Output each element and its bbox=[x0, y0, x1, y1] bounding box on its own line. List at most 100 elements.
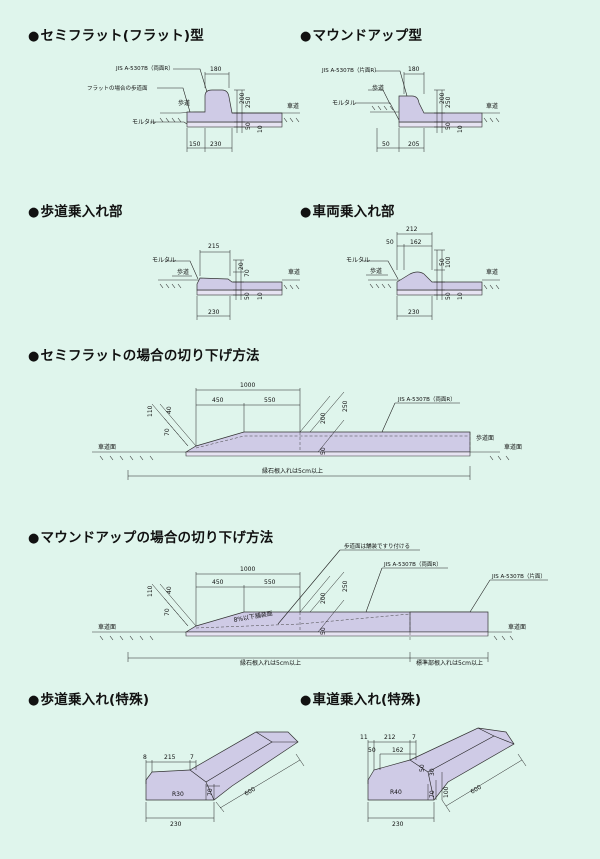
svg-text:215: 215 bbox=[164, 754, 176, 761]
svg-text:7: 7 bbox=[190, 754, 194, 761]
svg-text:歩道面: 歩道面 bbox=[476, 434, 494, 442]
svg-text:11: 11 bbox=[360, 734, 368, 741]
svg-text:縁石根入れは5cm以上: 縁石根入れは5cm以上 bbox=[240, 659, 301, 667]
svg-text:歩道: 歩道 bbox=[177, 268, 189, 276]
label-jis: JIS A-5307B（両面R） bbox=[115, 65, 174, 72]
section-title-moundup-cut: ●マウンドアップの場合の切り下げ方法 bbox=[28, 530, 274, 546]
diagram-sidewalk-special: 8 215 7 R30 70 230 600 bbox=[143, 731, 305, 828]
svg-text:180: 180 bbox=[408, 66, 420, 73]
svg-text:250: 250 bbox=[245, 96, 252, 108]
diagram-semiflat-section: 180 200 250 50 10 150 230 JIS A-5307B（両面… bbox=[87, 65, 300, 152]
svg-text:100: 100 bbox=[443, 786, 450, 798]
svg-text:車道: 車道 bbox=[486, 268, 498, 276]
svg-text:車道: 車道 bbox=[288, 268, 300, 276]
svg-text:212: 212 bbox=[406, 226, 418, 233]
svg-text:50: 50 bbox=[439, 258, 446, 266]
svg-text:100: 100 bbox=[445, 256, 452, 268]
svg-text:250: 250 bbox=[342, 400, 349, 412]
svg-text:モルタル: モルタル bbox=[152, 256, 176, 264]
svg-text:50: 50 bbox=[445, 122, 452, 130]
svg-text:50: 50 bbox=[320, 447, 327, 455]
svg-text:250: 250 bbox=[342, 580, 349, 592]
diagram-moundup-cutdown: 1000 450 550 110 40 70 200 250 50 歩道面は舗装… bbox=[92, 542, 548, 667]
svg-text:20: 20 bbox=[238, 262, 245, 270]
svg-text:1000: 1000 bbox=[240, 382, 255, 389]
svg-text:歩道面は舗装ですり付ける: 歩道面は舗装ですり付ける bbox=[344, 542, 410, 550]
label-mortar: モルタル bbox=[132, 118, 156, 126]
svg-text:250: 250 bbox=[445, 96, 452, 108]
svg-text:JIS A-5307B（両面R）: JIS A-5307B（両面R） bbox=[383, 561, 442, 568]
svg-text:70: 70 bbox=[244, 269, 251, 277]
svg-text:モルタル: モルタル bbox=[346, 256, 370, 264]
svg-text:50: 50 bbox=[320, 627, 327, 635]
svg-text:歩道: 歩道 bbox=[372, 84, 384, 92]
dim-top-width: 180 bbox=[210, 66, 222, 73]
svg-text:50: 50 bbox=[244, 292, 251, 300]
svg-text:車道面: 車道面 bbox=[98, 623, 116, 631]
label-sidewalk: 歩道 bbox=[178, 99, 190, 107]
svg-text:モルタル: モルタル bbox=[332, 99, 356, 107]
section-title-moundup: ●マウンドアップ型 bbox=[300, 28, 423, 44]
section-title-semiflat: ●セミフラット(フラット)型 bbox=[28, 28, 204, 44]
svg-text:車道面: 車道面 bbox=[98, 443, 116, 451]
svg-text:50: 50 bbox=[386, 239, 394, 246]
svg-text:50: 50 bbox=[445, 292, 452, 300]
svg-text:10: 10 bbox=[457, 292, 464, 300]
svg-text:8: 8 bbox=[143, 754, 147, 761]
svg-text:歩道: 歩道 bbox=[370, 267, 382, 275]
svg-text:600: 600 bbox=[469, 784, 483, 796]
svg-text:162: 162 bbox=[410, 239, 422, 246]
svg-text:110: 110 bbox=[147, 585, 154, 597]
svg-text:200: 200 bbox=[239, 92, 246, 104]
svg-text:230: 230 bbox=[408, 309, 420, 316]
svg-text:550: 550 bbox=[264, 397, 276, 404]
svg-text:550: 550 bbox=[264, 579, 276, 586]
label-road: 車道 bbox=[287, 102, 299, 110]
svg-text:JIS A-5307B（両面R）: JIS A-5307B（両面R） bbox=[397, 396, 456, 403]
section-title-vehicle-entry: ●車両乗入れ部 bbox=[300, 204, 395, 220]
svg-text:10: 10 bbox=[257, 125, 264, 133]
svg-text:40: 40 bbox=[166, 586, 173, 594]
svg-text:230: 230 bbox=[210, 141, 222, 148]
svg-text:200: 200 bbox=[320, 592, 327, 604]
svg-text:200: 200 bbox=[320, 412, 327, 424]
svg-text:50: 50 bbox=[419, 764, 426, 772]
svg-text:450: 450 bbox=[212, 397, 224, 404]
section-title-sidewalk-entry: ●歩道乗入れ部 bbox=[28, 204, 123, 220]
svg-text:70: 70 bbox=[429, 790, 436, 798]
svg-text:70: 70 bbox=[164, 428, 171, 436]
diagram-sidewalk-entry: 215 20 70 50 10 230 モルタル 歩道 車道 bbox=[152, 243, 300, 320]
svg-text:70: 70 bbox=[207, 788, 214, 796]
svg-text:7: 7 bbox=[412, 734, 416, 741]
svg-text:R40: R40 bbox=[390, 789, 402, 796]
svg-text:1000: 1000 bbox=[240, 566, 255, 573]
svg-text:標準部根入れは5cm以上: 標準部根入れは5cm以上 bbox=[416, 659, 483, 667]
section-title-road-special: ●車道乗入れ(特殊) bbox=[300, 692, 422, 708]
svg-text:230: 230 bbox=[392, 821, 404, 828]
section-title-semiflat-cut: ●セミフラットの場合の切り下げ方法 bbox=[28, 348, 260, 364]
diagram-moundup-section: 180 200 250 50 10 50 205 JIS A-5307B（片面R… bbox=[321, 66, 500, 152]
svg-text:162: 162 bbox=[392, 747, 404, 754]
svg-text:10: 10 bbox=[457, 125, 464, 133]
svg-text:215: 215 bbox=[208, 243, 220, 250]
diagram-vehicle-entry: 212 50 162 50 100 50 10 230 モルタル 歩道 車道 bbox=[346, 226, 500, 320]
svg-text:50: 50 bbox=[368, 747, 376, 754]
label-flat-note: フラットの場合の歩道面 bbox=[87, 84, 148, 92]
svg-text:10: 10 bbox=[257, 292, 264, 300]
svg-text:230: 230 bbox=[208, 309, 220, 316]
svg-text:150: 150 bbox=[189, 141, 201, 148]
svg-text:40: 40 bbox=[166, 406, 173, 414]
svg-text:110: 110 bbox=[147, 405, 154, 417]
svg-text:車道面: 車道面 bbox=[508, 623, 526, 631]
svg-text:70: 70 bbox=[164, 608, 171, 616]
svg-text:230: 230 bbox=[170, 821, 182, 828]
svg-text:50: 50 bbox=[245, 122, 252, 130]
svg-text:縁石根入れは5cm以上: 縁石根入れは5cm以上 bbox=[262, 467, 323, 475]
svg-text:車道: 車道 bbox=[486, 102, 498, 110]
svg-text:50: 50 bbox=[382, 141, 390, 148]
section-title-sidewalk-special: ●歩道乗入れ(特殊) bbox=[28, 692, 150, 708]
svg-text:車道面: 車道面 bbox=[504, 443, 522, 451]
diagram-semiflat-cutdown: 1000 450 550 110 40 70 200 250 50 JIS A-… bbox=[92, 382, 522, 480]
svg-text:450: 450 bbox=[212, 579, 224, 586]
